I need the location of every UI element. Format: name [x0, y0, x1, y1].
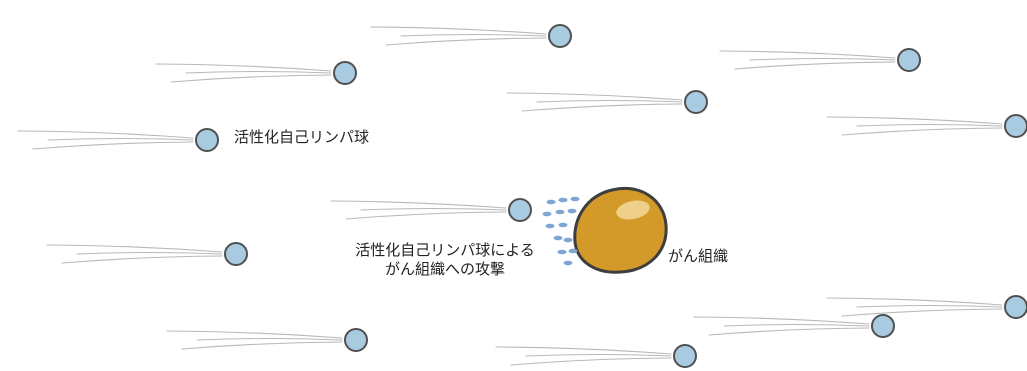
motion-line [370, 26, 547, 35]
cytotoxic-particle [563, 237, 573, 243]
cytotoxic-particle [542, 211, 552, 217]
motion-line [17, 130, 194, 139]
cytotoxic-particle [546, 199, 556, 205]
lymphocyte-cell [826, 295, 1027, 319]
motion-line [826, 297, 1003, 306]
activated-lymphocyte-label: 活性化自己リンパ球 [234, 128, 370, 146]
cytotoxic-particle [563, 260, 573, 266]
motion-line [536, 100, 683, 103]
motion-line [723, 324, 870, 327]
lymphocyte-cell-icon [673, 344, 697, 368]
motion-line [155, 63, 332, 72]
motion-line [856, 124, 1003, 127]
motion-line [32, 141, 194, 150]
motion-line [196, 338, 343, 341]
attack-caption-line-1: 活性化自己リンパ球による [355, 241, 535, 259]
lymphocyte-cell [495, 344, 697, 368]
cytotoxic-particle [557, 249, 567, 255]
motion-line [495, 346, 672, 355]
motion-line [510, 357, 672, 366]
motion-line [749, 58, 896, 61]
lymphocyte-cell-icon [871, 314, 895, 338]
motion-line [330, 200, 507, 209]
motion-line [506, 92, 683, 101]
lymphocyte-cell-icon [684, 90, 708, 114]
tumor-body [573, 187, 668, 274]
lymphocyte-cell-icon [548, 24, 572, 48]
cytotoxic-particle [570, 196, 580, 202]
attack-caption-line-2: がん組織への攻撃 [384, 260, 505, 278]
lymphocyte-cell-icon [224, 242, 248, 266]
cancer-tissue-label: がん組織 [668, 247, 729, 265]
lymphocyte-cell [17, 128, 219, 152]
lymphocyte-cell [719, 48, 921, 72]
motion-line [47, 138, 194, 141]
motion-line [360, 208, 507, 211]
lymphocyte-cell-icon [1004, 295, 1027, 319]
lymphocyte-cell [155, 61, 357, 85]
motion-line [525, 354, 672, 357]
motion-line [708, 327, 870, 336]
motion-line [345, 211, 507, 220]
lymphocyte-cell-icon [897, 48, 921, 72]
cytotoxic-particle [545, 223, 555, 229]
motion-line [734, 61, 896, 70]
lymphocyte-cell [826, 114, 1027, 138]
lymphocyte-cell [46, 242, 248, 266]
motion-line [76, 252, 223, 255]
lymphocyte-cell [506, 90, 708, 114]
motion-line [181, 341, 343, 350]
lymphocyte-cell-icon [344, 328, 368, 352]
lymphocyte-cell [693, 314, 895, 338]
motion-line [521, 103, 683, 112]
attack-caption: 活性化自己リンパ球による がん組織への攻撃 [340, 241, 550, 279]
cytotoxic-particle [568, 248, 578, 254]
motion-line [46, 244, 223, 253]
cytotoxic-particle [558, 197, 568, 203]
lymphocyte-cell-icon [195, 128, 219, 152]
motion-line [826, 116, 1003, 125]
cytotoxic-particles-icon [542, 196, 580, 266]
cytotoxic-particle [558, 222, 568, 228]
motion-line [719, 50, 896, 59]
motion-line [170, 74, 332, 83]
motion-line [841, 308, 1003, 317]
cytotoxic-particle [553, 235, 563, 241]
lymphocyte-cell-icon [333, 61, 357, 85]
lymphocyte-cell [370, 24, 572, 48]
motion-line [61, 255, 223, 264]
cancer-tissue-icon [573, 187, 668, 274]
motion-line [693, 316, 870, 325]
tumor-highlight [616, 200, 650, 220]
lymphocyte-cells [17, 24, 1027, 368]
motion-line [166, 330, 343, 339]
cytotoxic-particle [567, 208, 577, 214]
cytotoxic-particle [555, 209, 565, 215]
lymphocyte-cell-icon [1004, 114, 1027, 138]
motion-line [841, 127, 1003, 136]
lymphocyte-cell-icon [508, 198, 532, 222]
motion-line [400, 34, 547, 37]
motion-line [185, 71, 332, 74]
lymphocyte-cell [330, 198, 532, 222]
lymphocyte-cell [166, 328, 368, 352]
motion-line [856, 305, 1003, 308]
motion-line [385, 37, 547, 46]
